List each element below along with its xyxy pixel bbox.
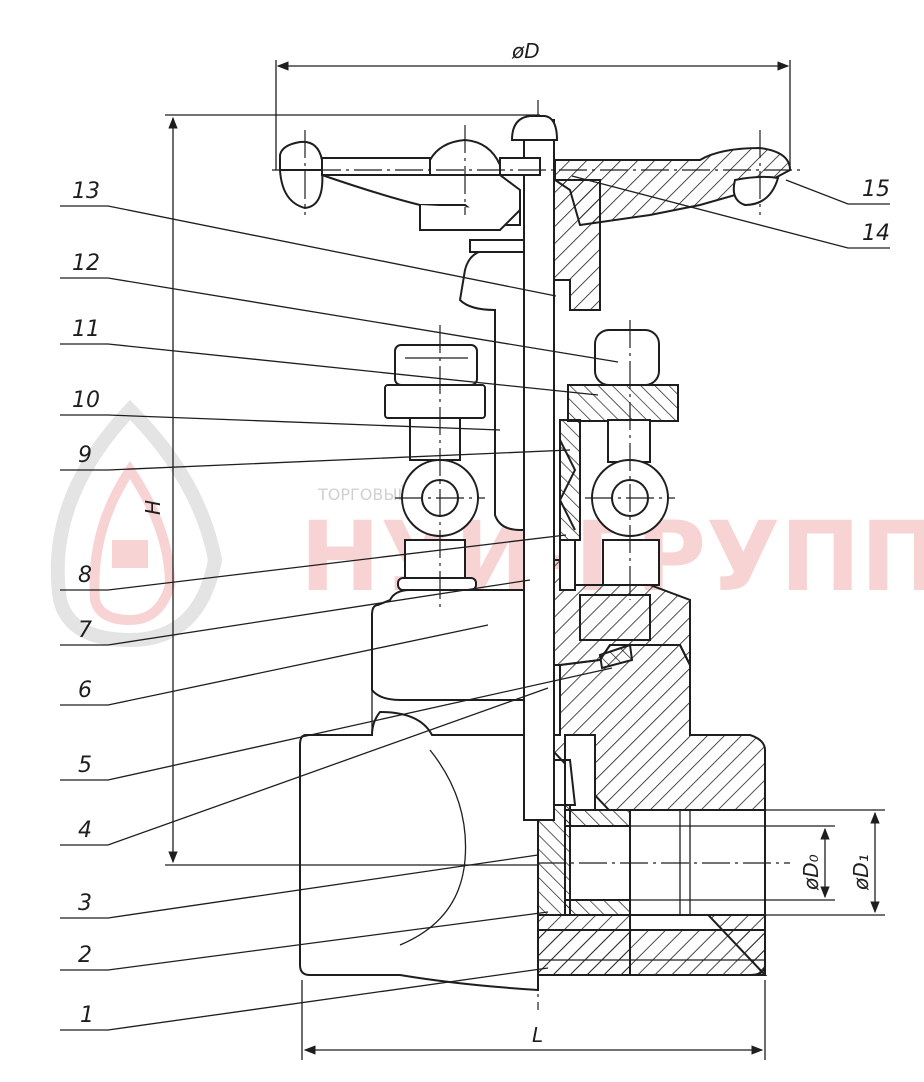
part-number-6: 6	[78, 678, 92, 703]
part-number-8: 8	[78, 563, 92, 588]
part-number-5: 5	[78, 753, 92, 778]
part-number-1: 1	[80, 1003, 94, 1028]
part-number-10: 10	[72, 388, 100, 413]
part-number-13: 13	[72, 179, 100, 204]
part-number-15: 15	[862, 177, 890, 202]
dimension-D0: øD₀	[630, 825, 835, 901]
dim-label-D: øD	[511, 39, 540, 63]
part-number-3: 3	[78, 891, 92, 916]
dimension-H: H	[141, 114, 540, 866]
dimension-D: øD	[275, 39, 791, 170]
handwheel	[272, 125, 800, 231]
dimension-D1: øD₁	[765, 809, 885, 916]
left-eyebolt	[384, 325, 486, 610]
right-eyebolt	[567, 320, 679, 600]
dimension-L: L	[301, 980, 766, 1060]
part-number-9: 9	[78, 443, 92, 468]
part-number-12: 12	[72, 251, 100, 276]
stem-top	[510, 115, 559, 141]
part-number-7: 7	[78, 618, 92, 643]
part-number-14: 14	[862, 221, 890, 246]
leaders	[60, 175, 890, 1031]
part-number-4: 4	[78, 818, 92, 843]
dim-label-D1: øD₁	[849, 854, 873, 891]
part-number-11: 11	[72, 317, 100, 342]
valve-body	[299, 644, 768, 992]
valve-stem	[523, 119, 555, 821]
part-numbers: 13 12 11 10 9 8 7 6 5 4 3 2 1 15 14	[72, 177, 890, 1028]
watermark-logo	[50, 399, 223, 648]
dim-label-H: H	[141, 500, 165, 515]
part-number-2: 2	[78, 943, 92, 968]
dim-label-L: L	[532, 1023, 543, 1047]
valve-bonnet	[371, 559, 691, 701]
dim-label-D0: øD₀	[799, 854, 823, 891]
